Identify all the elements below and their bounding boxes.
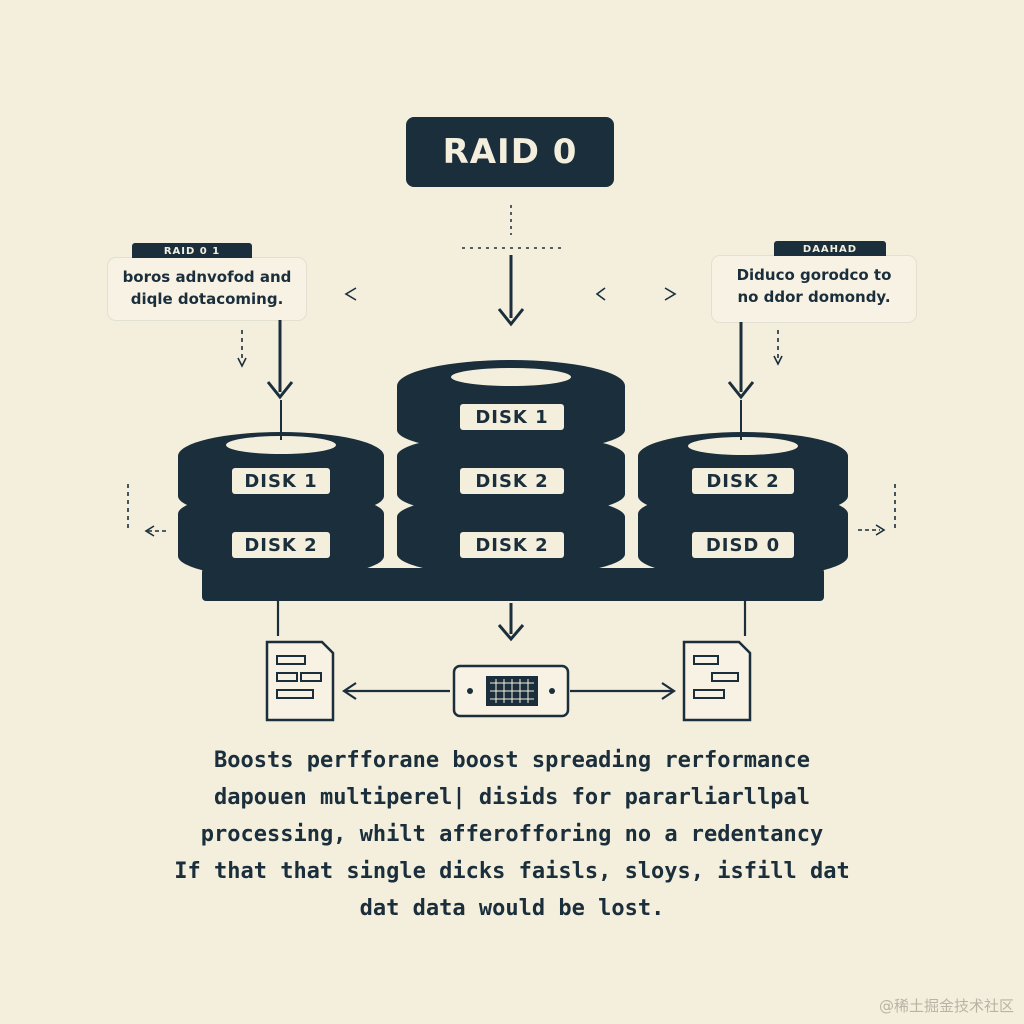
raid0-title: RAID 0: [406, 117, 614, 187]
right-disk-top-label: DISK 2: [692, 468, 794, 494]
center-disk-middle-label: DISK 2: [460, 468, 564, 494]
right-note-line-1: Diduco gorodco to: [736, 266, 892, 284]
title-connector: [462, 205, 562, 327]
left-disk-top-label: DISK 1: [232, 468, 330, 494]
left-disk-bottom-label: DISK 2: [232, 532, 330, 558]
caption-line-2: dapouen multiperel| disids for pararliar…: [213, 785, 811, 810]
side-arrows: [127, 287, 896, 537]
description-caption: Boosts perfforane boost spreading rerfor…: [120, 742, 904, 927]
watermark: @稀土掘金技术社区: [878, 997, 1014, 1015]
left-note: boros adnvofod and diqle dotacoming.: [108, 258, 306, 320]
note-arrows: [266, 312, 755, 400]
bottom-connectors: [276, 601, 747, 700]
right-note: Diduco gorodco to no ddor domondy.: [712, 256, 916, 322]
center-disk-top-label: DISK 1: [460, 404, 564, 430]
caption-line-5: dat data would be lost.: [359, 896, 665, 921]
right-document-icon: [682, 640, 752, 722]
left-note-tab: RAID 0 1: [132, 243, 252, 259]
left-document-icon: [265, 640, 335, 722]
left-note-line-1: boros adnvofod and: [122, 268, 292, 286]
right-note-line-2: no ddor domondy.: [737, 288, 891, 306]
caption-line-4: If that that single dicks faisls, sloys,…: [174, 859, 850, 884]
center-disk-bottom-label: DISK 2: [460, 532, 564, 558]
controller-chip-icon: [452, 664, 570, 718]
left-note-line-2: diqle dotacoming.: [130, 290, 284, 308]
right-disk-bottom-label: DISD 0: [692, 532, 794, 558]
right-note-tab: DAAHAD: [774, 241, 886, 257]
controller-bar: [202, 568, 824, 601]
caption-line-3: processing, whilt afferofforing no a red…: [200, 822, 824, 847]
caption-line-1: Boosts perfforane boost spreading rerfor…: [213, 748, 811, 773]
